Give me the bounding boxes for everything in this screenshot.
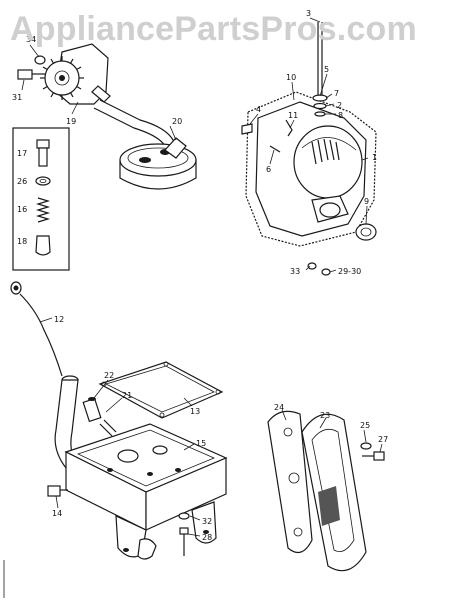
sump-gasket [98,361,224,419]
label-15: 15 [196,439,206,448]
label-17: 17 [17,149,27,158]
crankcase-cover-assembly [241,22,377,276]
bushing [82,397,117,437]
label-7: 7 [334,89,339,98]
dipstick [10,281,63,377]
label-2: 2 [337,101,342,110]
label-24: 24 [274,403,284,412]
label-27: 27 [378,435,388,444]
label-22: 22 [104,371,114,380]
label-3: 3 [306,9,311,18]
small-parts-inset [12,127,70,271]
label-21: 21 [122,391,132,400]
label-19: 19 [66,117,76,126]
label-14: 14 [52,509,62,518]
oil-fill-tube [54,375,80,471]
leader-lines [21,17,383,537]
label-18: 18 [17,237,27,246]
label-10: 10 [286,73,296,82]
label-25: 25 [360,421,370,430]
label-5: 5 [324,65,329,74]
label-1: 1 [372,153,377,162]
label-33: 33 [290,267,300,276]
label-9: 9 [364,197,369,206]
label-26: 26 [17,177,27,186]
label-34: 34 [26,35,36,44]
label-4: 4 [256,105,261,114]
label-16: 16 [17,205,27,214]
label-8: 8 [338,111,343,120]
label-13: 13 [190,407,200,416]
label-6: 6 [266,165,271,174]
label-11: 11 [288,111,298,120]
label-31: 31 [12,93,22,102]
label-32: 32 [202,517,212,526]
oil-sump-base [47,423,228,560]
label-29-30: 29-30 [338,267,361,276]
label-20: 20 [172,117,182,126]
label-12: 12 [54,315,64,324]
oil-pickup-strainer [93,99,197,190]
label-23: 23 [320,411,330,420]
oil-pump-gear-assembly [17,43,111,105]
side-cover-assembly [267,410,385,572]
part-number-labels: 34 31 19 20 17 26 16 18 3 10 5 7 2 8 4 1… [12,9,388,542]
site-watermark: AppliancePartsPros.com [10,10,417,48]
label-28: 28 [202,533,212,542]
